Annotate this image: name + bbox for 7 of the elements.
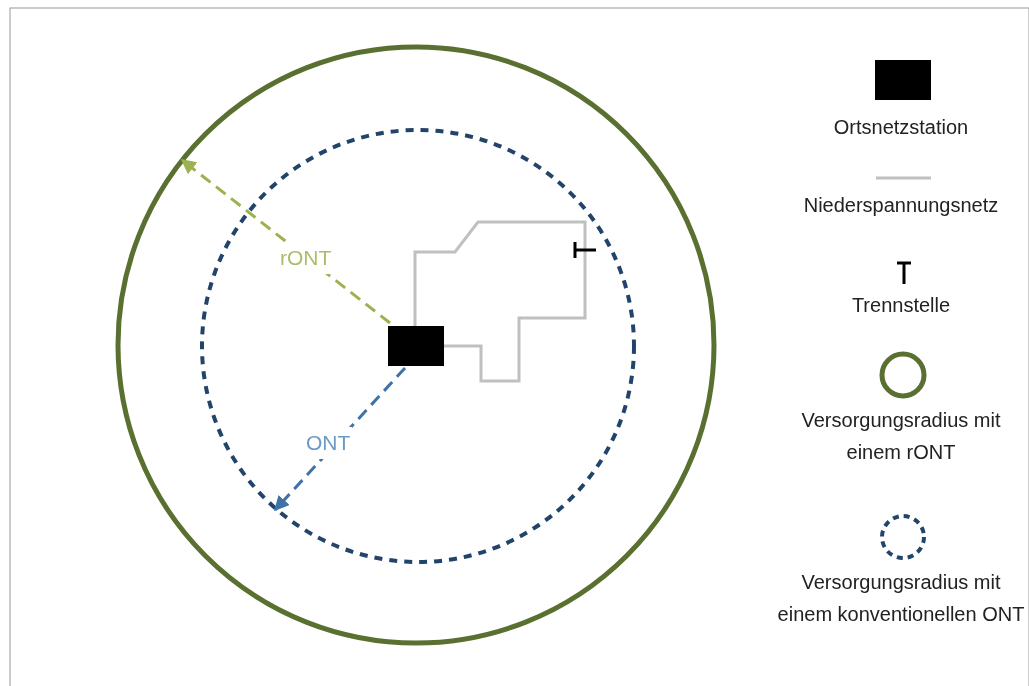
legend-text: Versorgungsradius mit einem konventionellen ONT [776, 570, 1026, 627]
radius-label: ONT [304, 427, 353, 459]
radius-label: rONT [278, 242, 334, 274]
legend-text: Versorgungsradius mit einem rONT [800, 408, 1002, 465]
legend-text: Trennstelle [850, 293, 952, 318]
legend-text: Ortsnetzstation [832, 115, 970, 140]
legend-text: Niederspannungsnetz [802, 193, 1000, 218]
